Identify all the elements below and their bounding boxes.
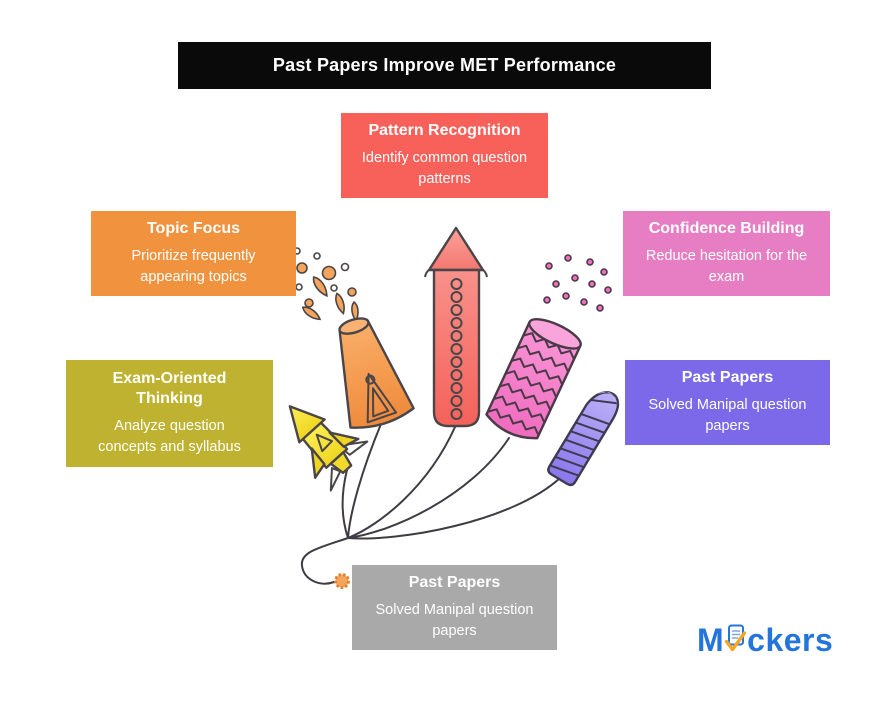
card-description: Analyze question concepts and syllabus [98,418,241,455]
card-title: Past Papers [408,574,501,592]
logo-text-prefix: M [697,621,725,658]
card-description: Identify common question patterns [361,150,528,187]
pink-zigzag-cracker-icon [485,318,582,440]
orange-sparks-icon [293,247,359,323]
card-title: Exam-Oriented Thinking [112,370,227,408]
card-past-papers-right: Past Papers Solved Manipal question pape… [625,360,830,445]
document-check-icon [724,624,747,662]
card-description: Solved Manipal question papers [648,397,807,434]
card-topic-focus: Topic Focus Prioritize frequently appear… [91,211,296,296]
logo-text-suffix: ckers [747,621,834,658]
purple-striped-cracker-icon [547,391,620,487]
fuse-lines [300,423,561,585]
mockers-logo: M ckers [697,618,833,662]
page-title: Past Papers Improve MET Performance [178,42,711,89]
card-description: Prioritize frequently appearing topics [131,248,256,285]
yellow-rocket-icon [288,405,369,492]
fuse-spark-icon [334,573,350,589]
card-confidence-building: Confidence Building Reduce hesitation fo… [623,211,830,296]
card-title: Topic Focus [146,220,241,238]
card-past-papers-bottom: Past Papers Solved Manipal question pape… [352,565,557,650]
card-description: Solved Manipal question papers [375,602,534,639]
card-exam-oriented-thinking: Exam-Oriented Thinking Analyze question … [66,360,273,467]
card-pattern-recognition: Pattern Recognition Identify common ques… [341,113,548,198]
card-title: Confidence Building [648,220,805,238]
card-description: Reduce hesitation for the exam [645,248,808,285]
red-rocket-icon [424,226,488,428]
card-title: Past Papers [681,369,774,387]
pink-sparks-icon [543,254,612,312]
card-title: Pattern Recognition [368,122,521,140]
orange-anar-icon [338,317,415,429]
